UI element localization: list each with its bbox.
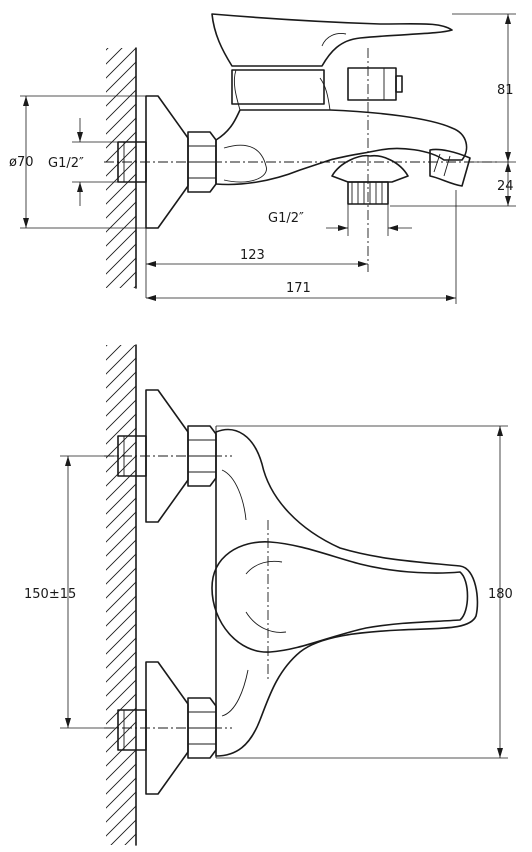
dim-height-front: 180: [216, 425, 513, 759]
dim-depth-123: 123: [145, 228, 368, 298]
diverter-knob-top: [347, 67, 397, 101]
dim-thread-bottom-label: G1/2″: [268, 211, 304, 226]
dim-thread-bottom: G1/2″: [268, 204, 412, 236]
dim-depth-171-label: 171: [286, 281, 311, 296]
top-view: ø70 G1/2″ G1/2″: [9, 13, 516, 304]
wall-hatch-top: [106, 48, 136, 288]
faucet-body-front: [215, 428, 479, 757]
dim-center-distance-label: 150±15: [24, 587, 76, 602]
dim-depth-171: 171: [146, 190, 457, 304]
dim-height-outlet: 24: [390, 162, 516, 207]
spout-end-top: [429, 148, 471, 187]
handle-front: [211, 541, 469, 653]
dim-thread-left-label: G1/2″: [48, 156, 84, 171]
faucet-body-top: [215, 109, 468, 186]
cartridge-top: [231, 69, 325, 105]
dim-height-top-label: 81: [497, 83, 514, 98]
dim-diameter-label: ø70: [9, 155, 34, 170]
dim-depth-123-label: 123: [240, 248, 265, 263]
dim-height-front-label: 180: [488, 587, 513, 602]
front-view: 150±15 180: [24, 344, 513, 846]
dim-diameter: ø70: [9, 95, 146, 229]
dim-height-top: 81: [452, 13, 516, 163]
dim-height-outlet-label: 24: [497, 179, 514, 194]
wall-hatch-front: [106, 345, 136, 845]
handle-top: [211, 13, 453, 67]
dim-thread-left: G1/2″: [48, 118, 118, 206]
shower-outlet-top: [331, 154, 409, 183]
dim-center-distance: 150±15: [24, 455, 118, 729]
inlet-pipe-lower: [117, 709, 147, 751]
